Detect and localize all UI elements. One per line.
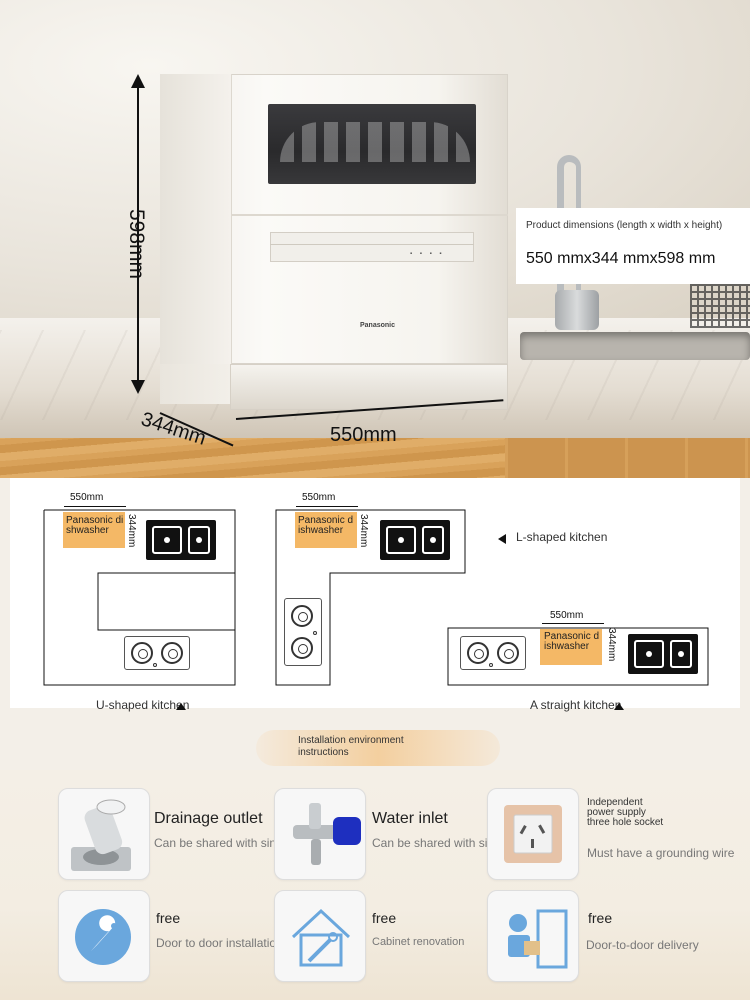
height-arrow-top-icon (131, 74, 145, 88)
l-pointer-icon (498, 534, 506, 544)
straight-gas-stove (460, 636, 526, 670)
socket-icon (504, 805, 562, 863)
dishwasher-window (268, 104, 476, 184)
l-gas-stove (284, 598, 322, 666)
height-arrow-bottom-icon (131, 380, 145, 394)
straight-width-bracket (542, 623, 604, 624)
l-width-label: 550mm (302, 492, 336, 503)
u-pointer-icon (176, 703, 186, 710)
straight-width-label: 550mm (550, 610, 584, 621)
u-width-label: 550mm (70, 492, 104, 503)
cabinet-card (274, 890, 366, 982)
height-label: 598mm (125, 208, 148, 280)
installation-heading: Installation environment instructions (298, 735, 404, 758)
spec-title: Product dimensions (length x width x hei… (526, 220, 723, 231)
layout-outlines (43, 509, 709, 686)
drain-card (58, 788, 150, 880)
valve-card (274, 788, 366, 880)
drain-title: Drainage outlet (154, 810, 263, 827)
l-dishwasher-label: Panasonic dishwasher (298, 515, 354, 536)
straight-pointer-icon (614, 703, 624, 710)
sink (520, 332, 750, 360)
dishwasher-plates (280, 122, 470, 162)
kitchen-layout-diagrams: 550mm Panasonic dishwasher 344mm U-shape… (10, 478, 740, 712)
u-dishwasher-label: Panasonic dishwasher (66, 515, 124, 536)
straight-depth-label: 344mm (606, 628, 617, 662)
dishwasher-control-panel (270, 232, 474, 262)
u-kitchen-outline (43, 509, 236, 686)
delivery-icon (508, 909, 568, 969)
straight-dishwasher-label: Panasonic dishwasher (544, 631, 600, 652)
u-sink-hob (146, 520, 216, 560)
valve-sub: Can be shared with sink (372, 836, 501, 850)
installation-card (58, 890, 150, 982)
spec-value: 550 mmx344 mmx598 mm (526, 250, 716, 267)
u-kitchen-label: U-shaped kitchen (96, 698, 190, 712)
u-width-bracket (64, 506, 126, 507)
drain-icon (71, 799, 131, 871)
dishwasher-buttons: ▪ ▪ ▪ ▪ (410, 251, 445, 257)
straight-dishwasher-block (540, 629, 602, 665)
l-depth-label: 344mm (358, 514, 369, 548)
cabinet-title: free (372, 910, 397, 926)
delivery-sub: Door-to-door delivery (586, 938, 699, 952)
valve-title: Water inlet (372, 810, 448, 827)
installation-heading-pill: Installation environment instructions (256, 730, 500, 766)
dishwasher-brand: Panasonic (360, 322, 396, 329)
l-width-bracket (296, 506, 358, 507)
cabinet-sub: Cabinet renovation (372, 936, 465, 948)
u-depth-label: 344mm (126, 514, 137, 548)
dishwasher-panel-line (270, 244, 474, 245)
installation-sub: Door to door installation (156, 936, 283, 950)
installation-title: free (156, 910, 181, 926)
socket-sub: Must have a grounding wire (587, 846, 735, 860)
drain-sub: Can be shared with sink (154, 836, 283, 850)
l-kitchen-label: L-shaped kitchen (516, 530, 608, 544)
dish-rack (690, 280, 750, 328)
l-kitchen-outline (275, 509, 466, 686)
faucet-base (555, 290, 599, 330)
height-dimension-line (137, 86, 139, 386)
dishwasher-product: ▪ ▪ ▪ ▪ Panasonic (160, 74, 508, 414)
straight-kitchen-outline (447, 627, 709, 686)
straight-sink-hob (628, 634, 698, 674)
spec-box: Product dimensions (length x width x hei… (516, 208, 750, 284)
house-tools-icon (291, 908, 351, 967)
l-sink-hob (380, 520, 450, 560)
dishwasher-seam (232, 214, 508, 216)
socket-title: Independent power supply three hole sock… (587, 797, 664, 828)
delivery-card (487, 890, 579, 982)
l-dishwasher-block (295, 512, 357, 548)
straight-kitchen-label: A straight kitchen (530, 698, 622, 712)
dishwasher-side (160, 74, 232, 364)
valve-icon (293, 803, 361, 865)
socket-card (487, 788, 579, 880)
u-gas-stove (124, 636, 190, 670)
wrench-icon (75, 909, 131, 965)
delivery-title: free (588, 910, 613, 926)
u-dishwasher-block (63, 512, 125, 548)
dishwasher-base-left (160, 364, 230, 404)
hero-scene: ▪ ▪ ▪ ▪ Panasonic 598mm 344mm 550mm Prod… (0, 0, 750, 478)
width-label: 550mm (330, 424, 397, 446)
